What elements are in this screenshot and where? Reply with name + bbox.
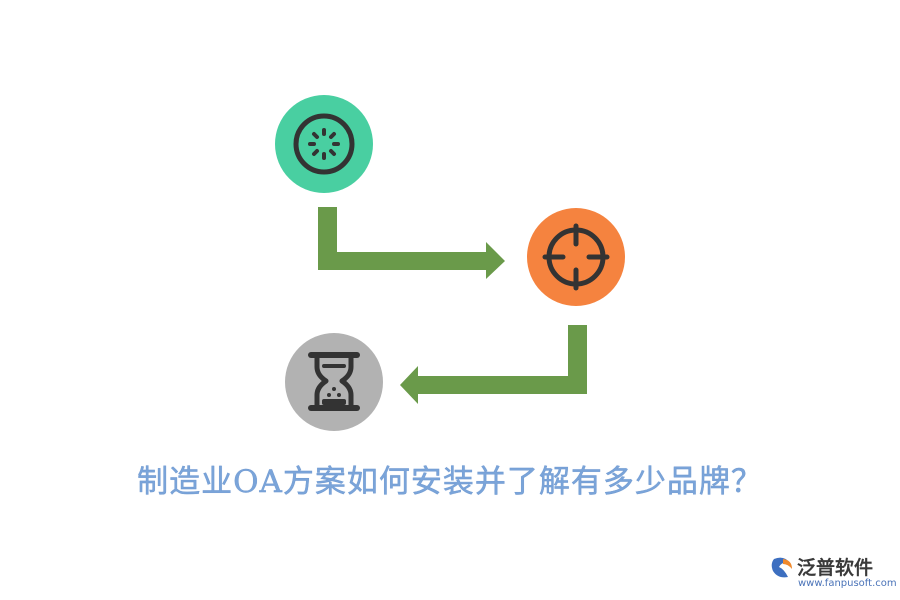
crosshair-icon — [542, 223, 610, 291]
page-title: 制造业OA方案如何安装并了解有多少品牌？ — [137, 464, 763, 500]
brand-url: www.fanpusoft.com — [798, 578, 897, 589]
arrow-start-to-target — [318, 207, 505, 279]
brand-logo-icon — [771, 557, 792, 578]
dial-icon — [293, 113, 355, 175]
arrow-target-to-time — [400, 325, 587, 404]
start-node — [275, 95, 373, 193]
hourglass-sand — [322, 387, 346, 405]
brand-logo: 泛普软件 www.fanpusoft.com — [770, 553, 897, 593]
hourglass-icon — [308, 352, 360, 411]
target-node — [527, 208, 625, 306]
time-node — [285, 333, 383, 431]
brand-name: 泛普软件 — [797, 557, 874, 579]
